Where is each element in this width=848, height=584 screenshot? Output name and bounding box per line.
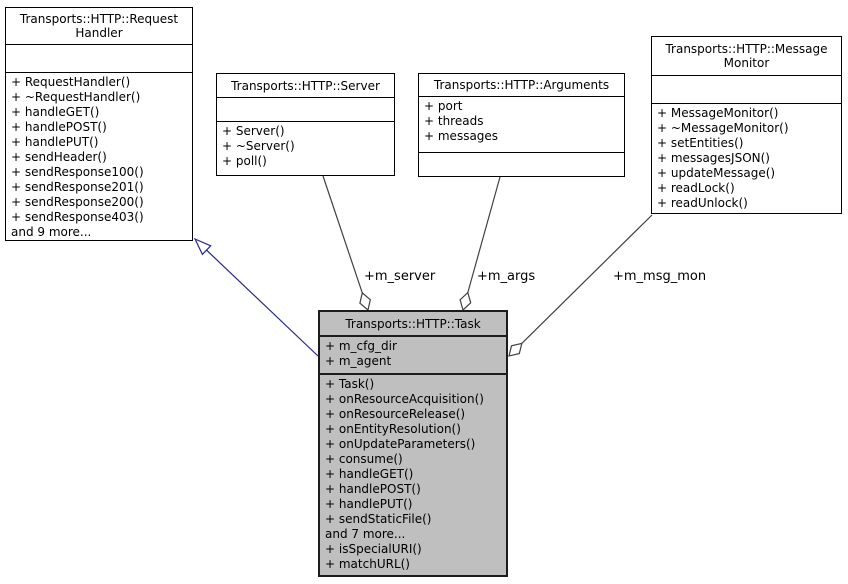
method-line: and 9 more... [11,225,92,239]
class-methods-task: + Task()+ onResourceAcquisition()+ onRes… [320,373,506,575]
class-node-message-monitor[interactable]: Transports::HTTP::Message Monitor + Mess… [651,36,842,214]
method-line: + handleGET() [325,467,414,481]
edge-label-m-msg-mon: +m_msg_mon [613,269,707,284]
class-attributes-server [217,97,394,121]
method-line: + ~MessageMonitor() [657,121,789,135]
method-line: + ~RequestHandler() [11,90,141,104]
inheritance-edge-line [206,249,319,357]
aggregation-edge-m-args [467,176,501,293]
method-line: + MessageMonitor() [657,106,779,120]
method-line: + sendResponse403() [11,210,144,224]
class-node-server[interactable]: Transports::HTTP::Server + Server()+ ~Se… [216,73,395,176]
aggregation-edge-m-msg-mon [521,214,653,344]
class-node-task[interactable]: Transports::HTTP::Task + m_cfg_dir+ m_ag… [318,310,508,577]
method-line: + handlePOST() [325,482,421,496]
method-line: + readLock() [657,181,735,195]
class-methods-arguments [419,152,624,176]
inheritance-arrowhead-icon [193,237,212,256]
method-line: + sendResponse200() [11,195,144,209]
method-line: + isSpecialURI() [325,542,422,556]
class-attributes-message-monitor [652,75,841,103]
method-line: + ~Server() [222,139,295,153]
aggregation-diamond-m-args-icon [459,291,472,312]
method-line: + RequestHandler() [11,75,131,89]
class-title-message-monitor: Transports::HTTP::Message Monitor [665,42,828,70]
method-line: + onResourceAcquisition() [325,392,484,406]
method-line: + handleGET() [11,105,100,119]
method-line: + consume() [325,452,403,466]
class-node-request-handler[interactable]: Transports::HTTP::Request Handler + Requ… [5,7,193,241]
class-methods-server: + Server()+ ~Server()+ poll() [217,121,394,175]
aggregation-diamond-m-msg-mon-icon [508,342,523,357]
class-title-server: Transports::HTTP::Server [231,78,380,93]
attribute-line: + m_cfg_dir [325,339,397,353]
attribute-line: + threads [424,114,484,128]
method-line: + messagesJSON() [657,151,770,165]
method-line: + onEntityResolution() [325,422,461,436]
method-line: + sendHeader() [11,150,107,164]
method-line: + handlePUT() [325,497,413,511]
method-line: + matchURL() [325,557,410,571]
class-attributes-arguments: + port+ threads+ messages [419,96,624,152]
method-line: + Task() [325,377,375,391]
class-methods-request-handler: + RequestHandler()+ ~RequestHandler()+ h… [6,72,192,240]
edge-label-m-args: +m_args [477,269,536,284]
class-methods-message-monitor: + MessageMonitor()+ ~MessageMonitor()+ s… [652,103,841,213]
class-attributes-task: + m_cfg_dir+ m_agent [320,335,506,373]
method-line: + sendResponse201() [11,180,144,194]
method-line: + readUnlock() [657,196,748,210]
method-line: + poll() [222,154,267,168]
method-line: + setEntities() [657,136,744,150]
class-node-arguments[interactable]: Transports::HTTP::Arguments + port+ thre… [418,73,625,177]
aggregation-diamond-m-server-icon [359,291,371,312]
edge-label-m-server: +m_server [364,269,436,284]
method-line: + handlePUT() [11,135,99,149]
method-line: + updateMessage() [657,166,776,180]
method-line: and 7 more... [325,527,406,541]
attribute-line: + messages [424,129,499,143]
method-line: + onResourceRelease() [325,407,466,421]
class-title-request-handler: Transports::HTTP::Request Handler [19,12,179,40]
method-line: + handlePOST() [11,120,107,134]
aggregation-edge-m-server [322,175,363,294]
class-attributes-request-handler [6,44,192,72]
attribute-line: + port [424,99,463,113]
class-title-task: Transports::HTTP::Task [345,316,481,331]
class-title-arguments: Transports::HTTP::Arguments [433,78,610,92]
attribute-line: + m_agent [325,354,392,368]
method-line: + onUpdateParameters() [325,437,476,451]
method-line: + sendStaticFile() [325,512,432,526]
method-line: + sendResponse100() [11,165,144,179]
method-line: + Server() [222,124,285,138]
